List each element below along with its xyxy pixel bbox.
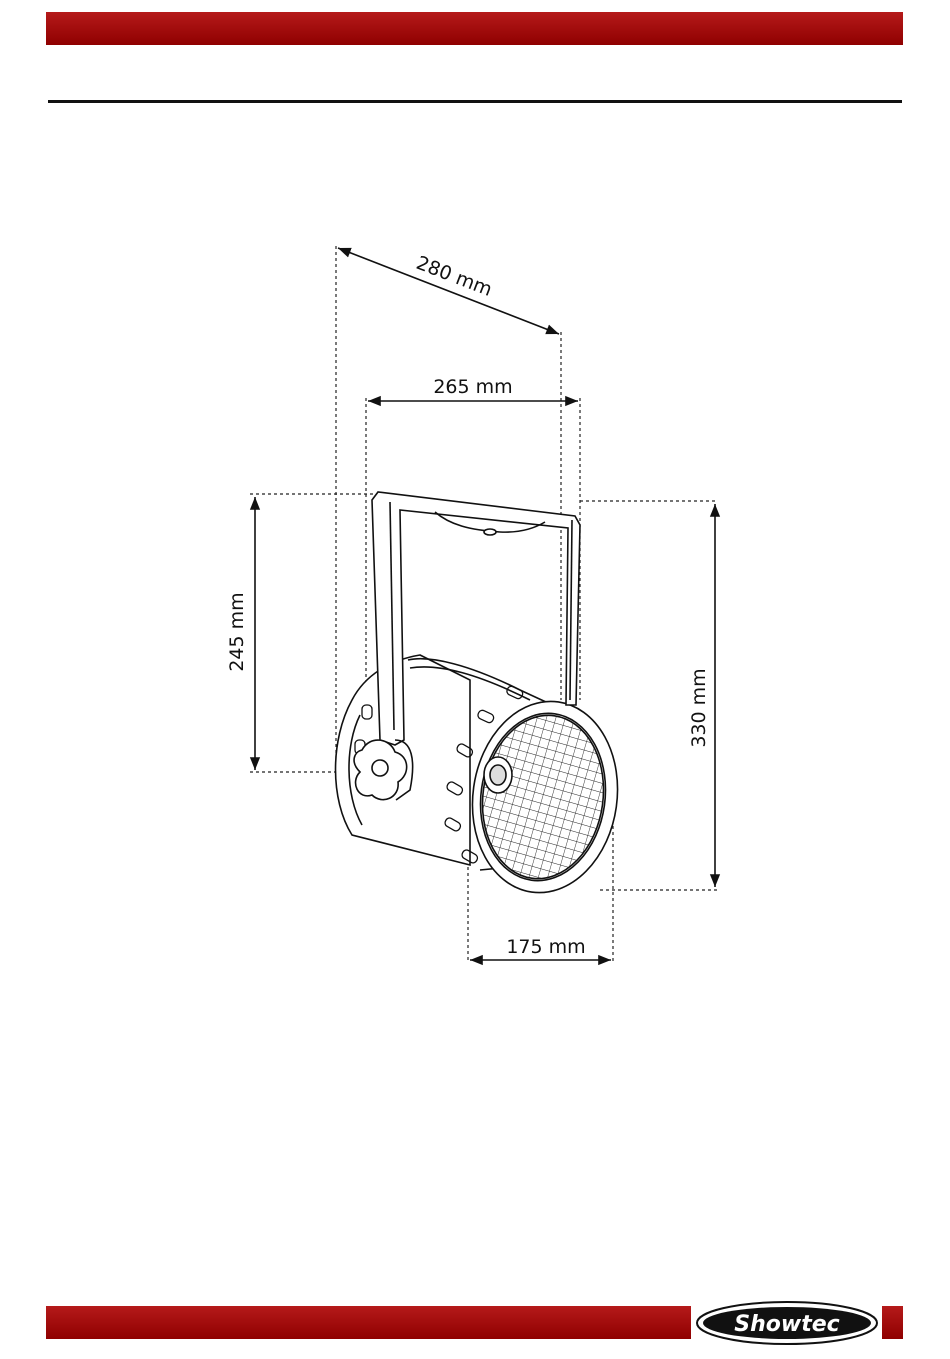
label-175mm: 175 mm — [506, 936, 585, 958]
footer-bar — [46, 1306, 691, 1339]
label-330mm: 330 mm — [688, 668, 710, 747]
label-265mm: 265 mm — [433, 376, 512, 398]
footer-bar-end — [882, 1306, 903, 1339]
logo-text: Showtec — [734, 1312, 839, 1337]
showtec-logo: Showtec — [694, 1300, 880, 1346]
label-245mm: 245 mm — [226, 592, 248, 671]
par-fixture — [336, 492, 630, 902]
